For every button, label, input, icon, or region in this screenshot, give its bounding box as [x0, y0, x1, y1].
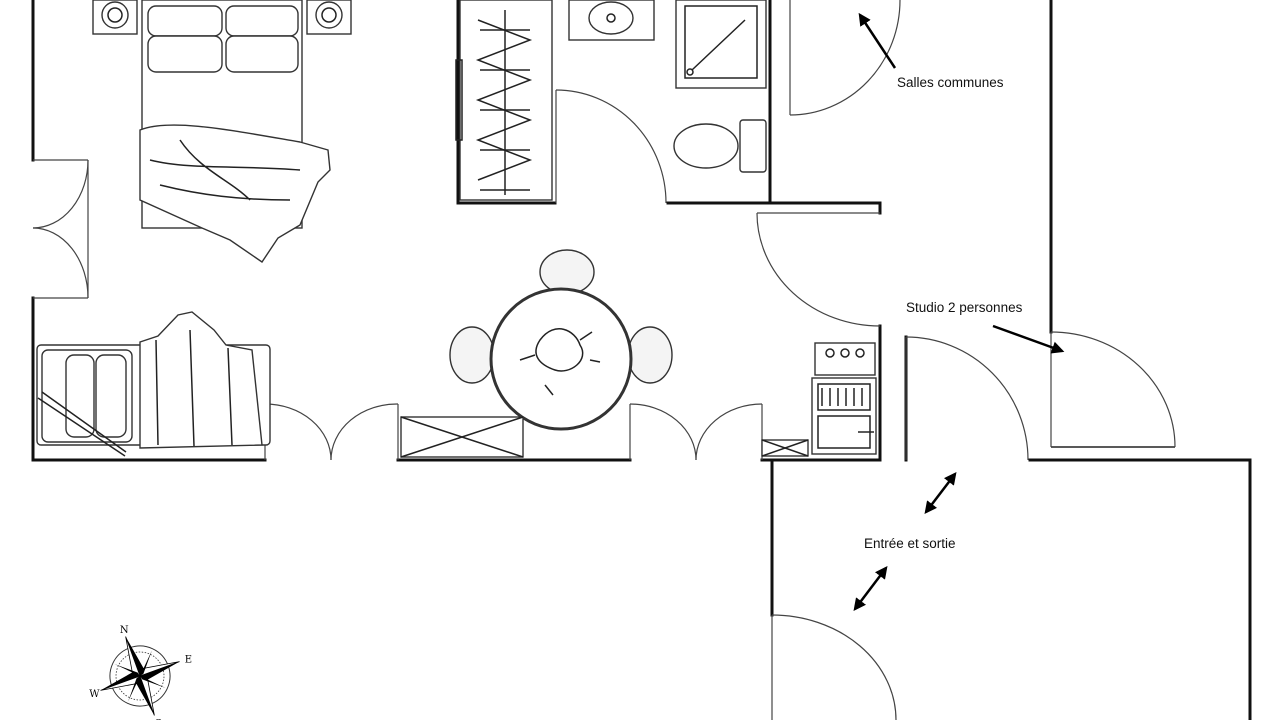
single-bed: [36, 311, 271, 457]
bathroom-fixtures: [568, 0, 767, 173]
arrow-entrance-lower: [853, 566, 888, 611]
compass-rose: N S E W: [89, 625, 192, 720]
dining-table: [449, 249, 673, 431]
compass-north: N: [120, 625, 129, 636]
kitchenette: [811, 342, 877, 455]
label-common-rooms: Salles communes: [897, 75, 1004, 90]
small-storage-box: [761, 439, 809, 457]
compass-east: E: [185, 655, 192, 666]
label-studio: Studio 2 personnes: [906, 300, 1023, 315]
arrow-entrance-upper: [924, 472, 957, 514]
label-entrance: Entrée et sortie: [864, 536, 956, 551]
compass-south: S: [155, 719, 162, 720]
arrow-studio: [992, 324, 1065, 354]
annotation-arrows: [853, 12, 1065, 611]
storage-box: [400, 416, 524, 458]
double-bed: [92, 0, 352, 263]
compass-west: W: [89, 689, 100, 700]
wardrobe: [455, 0, 553, 201]
doors: [32, 0, 1176, 720]
arrow-common-rooms: [858, 12, 897, 69]
